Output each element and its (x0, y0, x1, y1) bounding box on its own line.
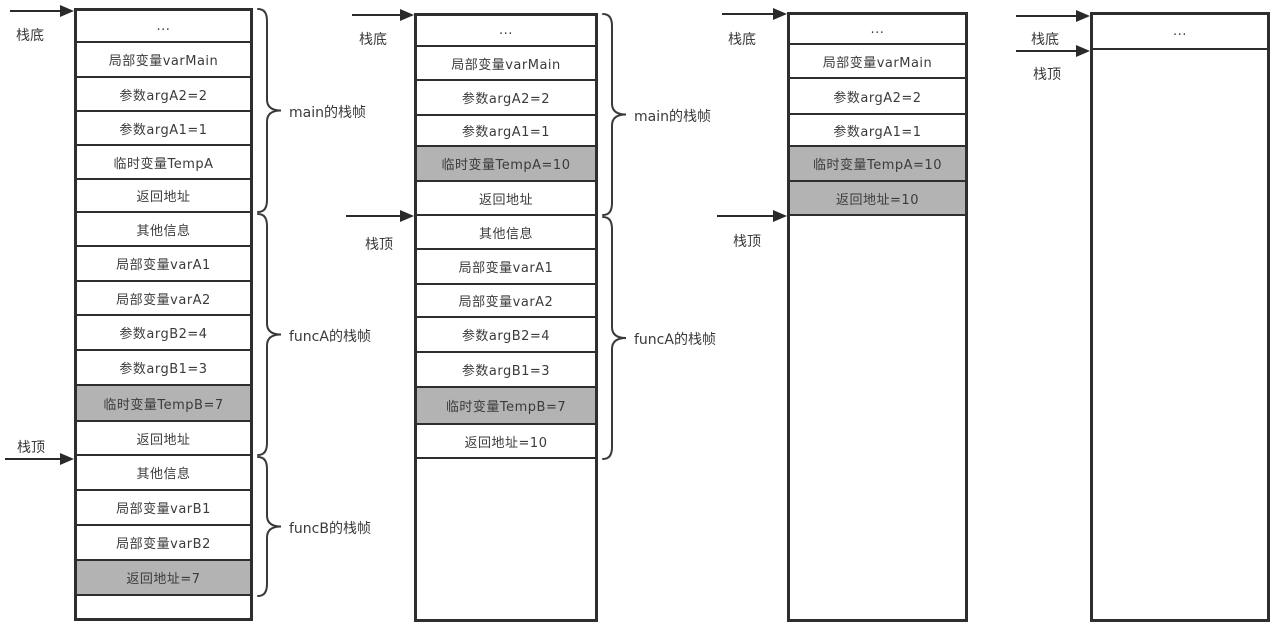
stack-cell: ... (417, 16, 595, 47)
frame-label: main的栈帧 (634, 108, 711, 125)
frame-brace (257, 213, 282, 456)
stack-cell: ... (1093, 15, 1267, 50)
stack-top-arrow-line (5, 458, 62, 460)
stack-cell (417, 459, 595, 619)
stack-bottom-arrow-icon (1076, 10, 1090, 22)
stack-top-arrow-line (717, 215, 775, 217)
stack-cell: 局部变量varA1 (417, 250, 595, 285)
stack-bottom-arrow-icon (60, 5, 74, 17)
stack-cell: 参数argA1=1 (77, 112, 250, 146)
frame-label: funcA的栈帧 (634, 332, 716, 348)
stack-cell: 局部变量varA1 (77, 247, 250, 282)
stack-cell: 参数argA1=1 (790, 115, 965, 147)
stack-cell: 参数argA1=1 (417, 116, 595, 147)
stack-bottom-label: 栈底 (359, 32, 387, 48)
stack-cell: 返回地址=7 (77, 561, 250, 596)
stack-cell: 局部变量varB1 (77, 491, 250, 526)
frame-brace (602, 216, 627, 460)
stack-cell: 局部变量varMain (417, 47, 595, 81)
stack-bottom-label: 栈底 (16, 28, 44, 44)
stack-bottom-arrow-line (1016, 15, 1078, 17)
stack-bottom-arrow-icon (773, 8, 787, 20)
stack-top-label: 栈顶 (365, 237, 393, 253)
stack-cell: 参数argA2=2 (77, 78, 250, 112)
stack-bottom-arrow-line (352, 14, 402, 16)
stack-cell: 其他信息 (417, 216, 595, 250)
frame-label: funcA的栈帧 (289, 328, 371, 345)
stack-top-label: 栈顶 (17, 440, 45, 456)
stack-cell (790, 216, 965, 619)
frame-label: main的栈帧 (289, 104, 366, 121)
stack-cell: 返回地址=10 (790, 182, 965, 216)
stack-stage-4: ... (1090, 12, 1270, 622)
stack-bottom-label: 栈底 (1031, 32, 1059, 48)
stack-cell: 参数argB1=3 (417, 353, 595, 388)
stack-cell: 临时变量TempB=7 (77, 386, 250, 422)
stack-cell (77, 596, 250, 618)
stack-cell: 其他信息 (77, 456, 250, 491)
stack-cell: 局部变量varA2 (417, 285, 595, 318)
frame-brace (257, 456, 282, 597)
stack-top-arrow-icon (400, 210, 414, 222)
stack-cell: 返回地址=10 (417, 425, 595, 459)
stack-cell: 局部变量varB2 (77, 526, 250, 561)
stack-cell: 临时变量TempA=10 (790, 147, 965, 182)
stack-cell: 返回地址 (77, 422, 250, 456)
stack-top-arrow-icon (1076, 45, 1090, 57)
frame-brace (602, 13, 627, 216)
frame-label: funcB的栈帧 (289, 520, 371, 537)
stack-cell: ... (790, 15, 965, 45)
stack-top-label: 栈顶 (733, 234, 761, 250)
stack-cell: 局部变量varMain (77, 43, 250, 78)
stack-cell: 临时变量TempB=7 (417, 388, 595, 425)
stack-top-arrow-line (346, 215, 402, 217)
stack-top-label: 栈顶 (1033, 67, 1061, 83)
stack-cell: 局部变量varMain (790, 45, 965, 79)
stack-cell: 参数argA2=2 (790, 79, 965, 115)
stack-bottom-arrow-line (722, 13, 775, 15)
stack-top-arrow-icon (773, 210, 787, 222)
stack-cell: 临时变量TempA=10 (417, 147, 595, 182)
stack-cell: 参数argB2=4 (417, 318, 595, 353)
stack-cell: 其他信息 (77, 213, 250, 247)
stack-top-arrow-icon (60, 453, 74, 465)
frame-brace (257, 8, 282, 213)
stack-bottom-arrow-icon (400, 9, 414, 21)
stack-cell (1093, 50, 1267, 619)
stack-bottom-label: 栈底 (728, 32, 756, 48)
stack-cell: 返回地址 (77, 180, 250, 213)
stack-bottom-arrow-line (10, 10, 62, 12)
stack-cell: ... (77, 11, 250, 43)
stack-cell: 临时变量TempA (77, 146, 250, 180)
stack-cell: 返回地址 (417, 182, 595, 216)
stack-cell: 参数argB2=4 (77, 316, 250, 351)
stack-cell: 局部变量varA2 (77, 282, 250, 316)
stack-cell: 参数argA2=2 (417, 81, 595, 116)
stack-cell: 参数argB1=3 (77, 351, 250, 386)
stack-top-arrow-line (1016, 50, 1078, 52)
